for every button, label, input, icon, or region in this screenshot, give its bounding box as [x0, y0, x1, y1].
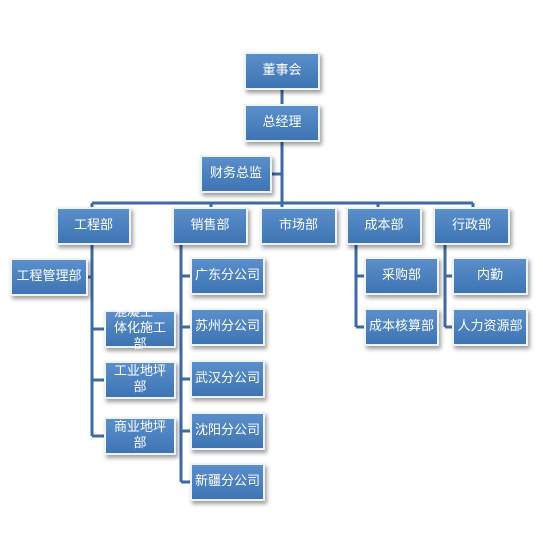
node-eng-concrete-label: 混凝土一体化施工部	[113, 305, 166, 352]
node-engineering: 工程部	[56, 207, 131, 245]
node-admin-logistics: 内勤	[452, 257, 528, 295]
node-sales: 销售部	[172, 207, 248, 245]
node-cost-accounting: 成本核算部	[364, 308, 439, 346]
node-ceo-label: 总经理	[262, 115, 302, 130]
node-sales-xinjiang: 新疆分公司	[190, 463, 265, 501]
node-cost-purchasing: 采购部	[364, 257, 439, 295]
node-eng-management-label: 工程管理部	[16, 269, 82, 284]
node-marketing: 市场部	[260, 207, 337, 245]
node-cost-label: 成本部	[364, 218, 404, 233]
node-ceo: 总经理	[244, 104, 320, 142]
node-admin-label: 行政部	[451, 218, 491, 233]
node-sales-suzhou-label: 苏州分公司	[195, 319, 261, 334]
node-marketing-label: 市场部	[278, 218, 318, 233]
node-sales-wuhan: 武汉分公司	[190, 360, 265, 398]
node-board-label: 董事会	[262, 63, 302, 78]
node-admin-hr-label: 人力资源部	[457, 319, 523, 334]
node-cost-purchasing-label: 采购部	[381, 268, 421, 283]
node-cost: 成本部	[346, 207, 422, 245]
node-sales-guangdong-label: 广东分公司	[195, 268, 261, 283]
node-eng-management: 工程管理部	[10, 258, 88, 296]
node-board: 董事会	[244, 52, 320, 90]
node-cfo-label: 财务总监	[209, 166, 262, 181]
node-eng-concrete: 混凝土一体化施工部	[104, 305, 176, 352]
node-eng-industrial-floor: 工业地坪部	[104, 361, 176, 399]
node-sales-guangdong: 广东分公司	[190, 257, 265, 295]
node-eng-commercial-floor: 商业地坪部	[104, 417, 176, 455]
node-sales-xinjiang-label: 新疆分公司	[195, 474, 261, 489]
node-sales-wuhan-label: 武汉分公司	[195, 371, 261, 386]
node-engineering-label: 工程部	[73, 218, 113, 233]
node-sales-shenyang: 沈阳分公司	[190, 412, 265, 450]
node-sales-shenyang-label: 沈阳分公司	[195, 423, 261, 438]
node-sales-label: 销售部	[190, 218, 230, 233]
node-sales-suzhou: 苏州分公司	[190, 308, 265, 346]
node-cost-accounting-label: 成本核算部	[369, 319, 435, 334]
node-cfo: 财务总监	[200, 155, 272, 193]
node-eng-commercial-floor-label: 商业地坪部	[113, 420, 166, 451]
node-admin-hr: 人力资源部	[452, 308, 528, 346]
node-admin-logistics-label: 内勤	[476, 268, 503, 283]
node-admin: 行政部	[433, 207, 510, 245]
node-eng-industrial-floor-label: 工业地坪部	[113, 364, 166, 395]
